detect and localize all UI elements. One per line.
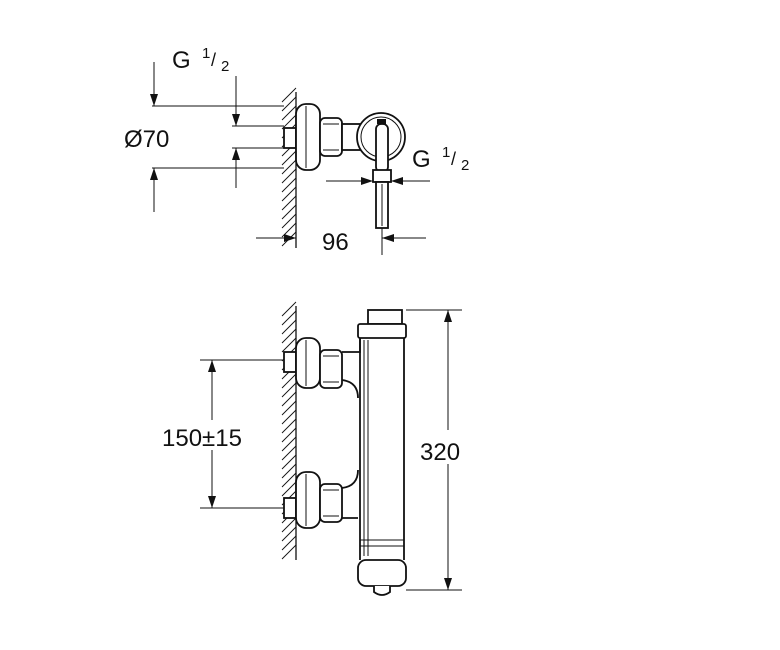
pipe-dimension — [232, 76, 240, 188]
spacing-dimension — [200, 359, 284, 509]
side-connection-slash: / — [451, 149, 456, 169]
wall-hatch-line — [281, 87, 297, 103]
wall-hatch-line — [281, 301, 297, 317]
wall-hatch-line — [281, 481, 297, 497]
side-connection-sup: 1 — [442, 144, 450, 161]
wall-hatch-line — [281, 544, 297, 560]
lower-connector — [283, 469, 359, 529]
wall-hatch-line — [281, 310, 297, 326]
thermostat-body — [357, 309, 407, 596]
front-view: 150±15 320 — [162, 301, 462, 596]
top-wall — [281, 87, 297, 248]
projection-label: 96 — [322, 229, 349, 256]
height-dimension — [406, 309, 462, 591]
wall-hatch-line — [281, 418, 297, 434]
wall-hatch-line — [281, 463, 297, 479]
spacing-label: 150±15 — [162, 425, 242, 452]
wall-hatch-line — [281, 105, 297, 121]
wall-hatch-line — [281, 382, 297, 398]
wall-hatch-line — [281, 319, 297, 335]
wall-hatch-line — [281, 328, 297, 344]
height-label: 320 — [420, 439, 460, 466]
wall-hatch-line — [281, 337, 297, 353]
top-view: G 1 / 2 Ø70 G 1 / 2 96 — [124, 45, 469, 256]
wall-hatch-line — [281, 96, 297, 112]
wall-hatch-line — [281, 213, 297, 229]
wall-hatch-line — [281, 436, 297, 452]
wall-hatch-line — [281, 454, 297, 470]
wall-hatch-line — [281, 526, 297, 542]
wall-hatch-line — [281, 409, 297, 425]
wall-hatch-line — [281, 159, 297, 175]
upper-connector — [283, 326, 361, 399]
wall-hatch-line — [281, 204, 297, 220]
wall-hatch-line — [281, 445, 297, 461]
wall-hatch-line — [281, 427, 297, 443]
front-wall — [281, 301, 297, 560]
wall-hatch-line — [281, 168, 297, 184]
wall-hatch-line — [281, 400, 297, 416]
wall-hatch-line — [281, 391, 297, 407]
side-connection-sub: 2 — [461, 157, 469, 174]
wall-hatch-line — [281, 177, 297, 193]
wall-hatch-line — [281, 195, 297, 211]
wall-hatch-line — [281, 373, 297, 389]
projection-dimension — [256, 228, 426, 255]
connection-sup: 1 — [202, 45, 210, 62]
connection-label: G — [172, 47, 191, 74]
diameter-label: Ø70 — [124, 126, 169, 153]
wall-hatch-line — [281, 472, 297, 488]
wall-hatch-line — [281, 186, 297, 202]
side-connection-dimension — [326, 177, 430, 185]
wall-hatch-line — [281, 517, 297, 533]
diameter-dimension — [150, 62, 158, 212]
top-connector — [283, 103, 406, 229]
side-connection-label: G — [412, 146, 431, 173]
connection-sub: 2 — [221, 58, 229, 75]
wall-hatch-line — [281, 150, 297, 166]
connection-slash: / — [211, 50, 216, 70]
wall-hatch-line — [281, 114, 297, 130]
wall-hatch-line — [281, 535, 297, 551]
